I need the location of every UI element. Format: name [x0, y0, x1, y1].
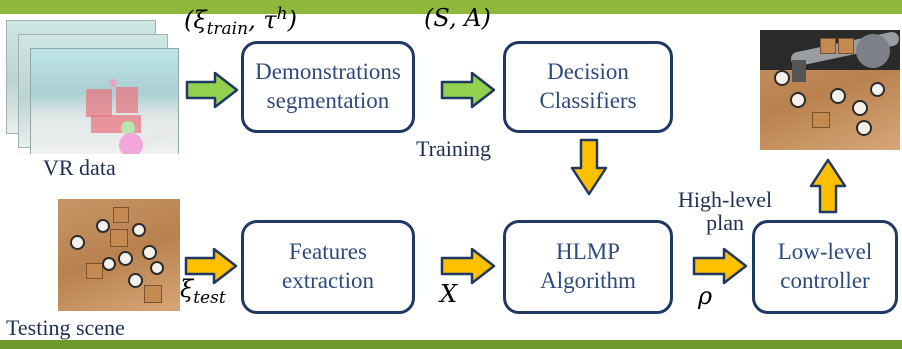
low-level-controller-box: Low-level controller	[752, 220, 898, 314]
classifiers-label: Classifiers	[539, 88, 637, 113]
testing-scene-label: Testing scene	[6, 315, 125, 340]
yellow-arrow-down-icon	[570, 138, 608, 196]
low-level-label: Low-level	[777, 239, 873, 265]
xi-symbol: ξ	[193, 6, 207, 34]
training-label: Training	[416, 136, 491, 161]
header-bar	[0, 0, 902, 14]
features-label: Features	[289, 239, 367, 265]
green-arrow-right-icon	[185, 71, 239, 109]
footer-bar	[0, 340, 902, 349]
demonstrations-label: Demonstrations	[255, 59, 401, 85]
algorithm-label: Algorithm	[540, 268, 636, 293]
high-level-plan-label: High-level plan	[678, 188, 772, 234]
yellow-arrow-up-icon	[809, 158, 847, 214]
features-extraction-box: Features extraction	[241, 220, 415, 314]
hlmp-label: HLMP	[556, 239, 620, 265]
vr-data-image	[0, 14, 190, 154]
h-superscript: h	[276, 4, 288, 24]
yellow-arrow-right-icon	[440, 247, 496, 285]
extraction-label: extraction	[282, 268, 374, 293]
xi-test-symbol: ξ	[180, 275, 194, 303]
vr-data-label: VR data	[43, 155, 116, 180]
hlmp-algorithm-box: HLMP Algorithm	[503, 220, 673, 314]
testing-scene-image	[58, 199, 180, 311]
tau-symbol: τ	[263, 6, 277, 34]
yellow-arrow-right-icon	[692, 247, 748, 285]
train-subscript: train	[206, 18, 249, 39]
test-subscript: test	[193, 287, 226, 308]
rho-label: ρ	[698, 282, 713, 310]
controller-label: controller	[780, 268, 870, 293]
plan-text: plan	[706, 210, 744, 236]
xi-train-tau-h-label: (ξtrain, τh)	[184, 4, 297, 39]
segmentation-label: segmentation	[266, 88, 390, 113]
x-label: X	[440, 280, 458, 308]
s-a-label: (S, A)	[424, 4, 491, 32]
demonstrations-segmentation-box: Demonstrations segmentation	[241, 41, 415, 133]
xi-test-label: ξtest	[180, 275, 226, 308]
robot-scene-image	[760, 30, 900, 150]
high-level-text: High-level	[678, 187, 773, 212]
decision-label: Decision	[547, 59, 629, 85]
yellow-arrow-right-icon	[184, 247, 238, 285]
green-arrow-right-icon	[440, 71, 496, 109]
